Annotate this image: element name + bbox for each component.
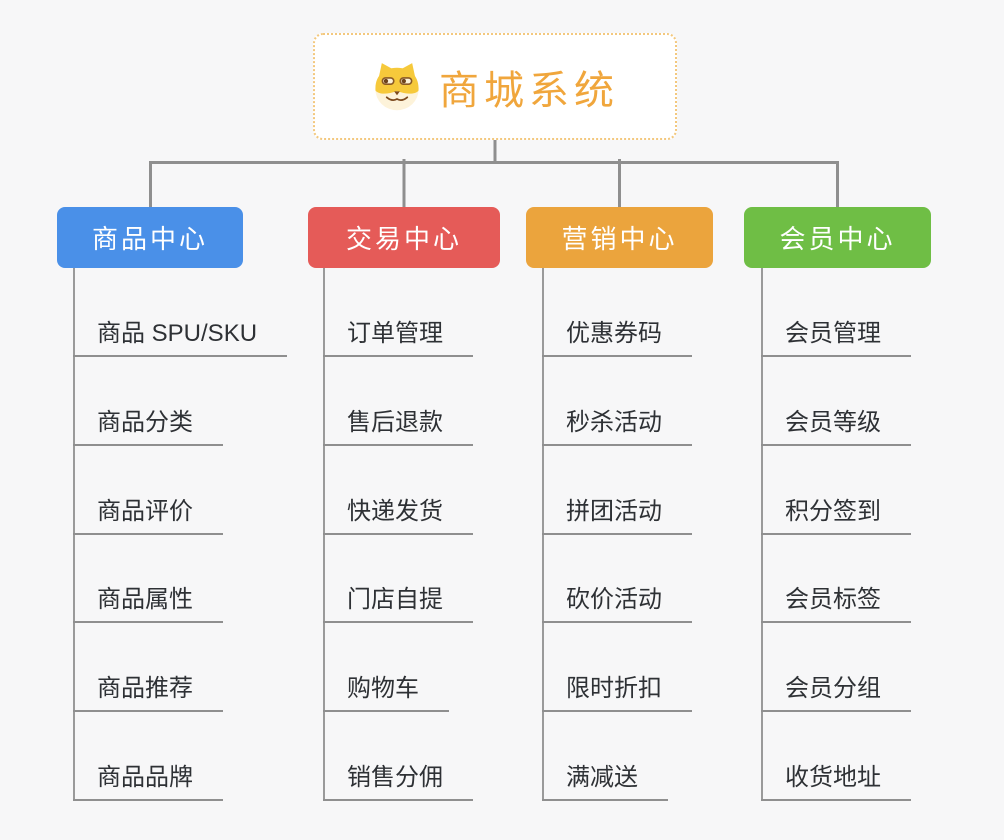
leaf-node[interactable]: 限时折扣 [542,668,692,712]
leaf-node[interactable]: 商品属性 [73,579,223,623]
leaf-node[interactable]: 砍价活动 [542,579,692,623]
leaf-node[interactable]: 购物车 [323,668,449,712]
leaf-node[interactable]: 会员标签 [761,579,911,623]
leaf-node[interactable]: 商品品牌 [73,757,223,801]
root-title: 商城系统 [439,68,619,113]
connector-bus-line [149,161,839,207]
leaf-node[interactable]: 会员分组 [761,668,911,712]
leaf-node[interactable]: 满减送 [542,757,668,801]
branch-header-products[interactable]: 商品中心 [57,207,243,268]
leaf-node[interactable]: 商品分类 [73,402,223,446]
leaf-node[interactable]: 商品 SPU/SKU [73,313,288,357]
leaf-node[interactable]: 商品推荐 [73,668,223,712]
leaf-node[interactable]: 会员管理 [761,313,911,357]
branch-header-marketing[interactable]: 营销中心 [526,207,713,268]
leaf-node[interactable]: 拼团活动 [542,491,692,535]
leaf-node[interactable]: 快递发货 [323,491,473,535]
leaf-node[interactable]: 积分签到 [761,491,911,535]
root-node[interactable]: 商城系统 [313,33,677,140]
branch-header-trade[interactable]: 交易中心 [308,207,500,268]
leaf-node[interactable]: 优惠券码 [542,313,692,357]
leaf-node[interactable]: 销售分佣 [323,757,473,801]
leaf-node[interactable]: 商品评价 [73,491,223,535]
leaf-node[interactable]: 会员等级 [761,402,911,446]
shiba-dog-icon [371,62,423,112]
leaf-node[interactable]: 售后退款 [323,402,473,446]
branch-header-members[interactable]: 会员中心 [744,207,931,268]
leaf-node[interactable]: 订单管理 [323,313,473,357]
leaf-node[interactable]: 收货地址 [761,757,911,801]
leaf-node[interactable]: 秒杀活动 [542,402,692,446]
leaf-node[interactable]: 门店自提 [323,579,473,623]
